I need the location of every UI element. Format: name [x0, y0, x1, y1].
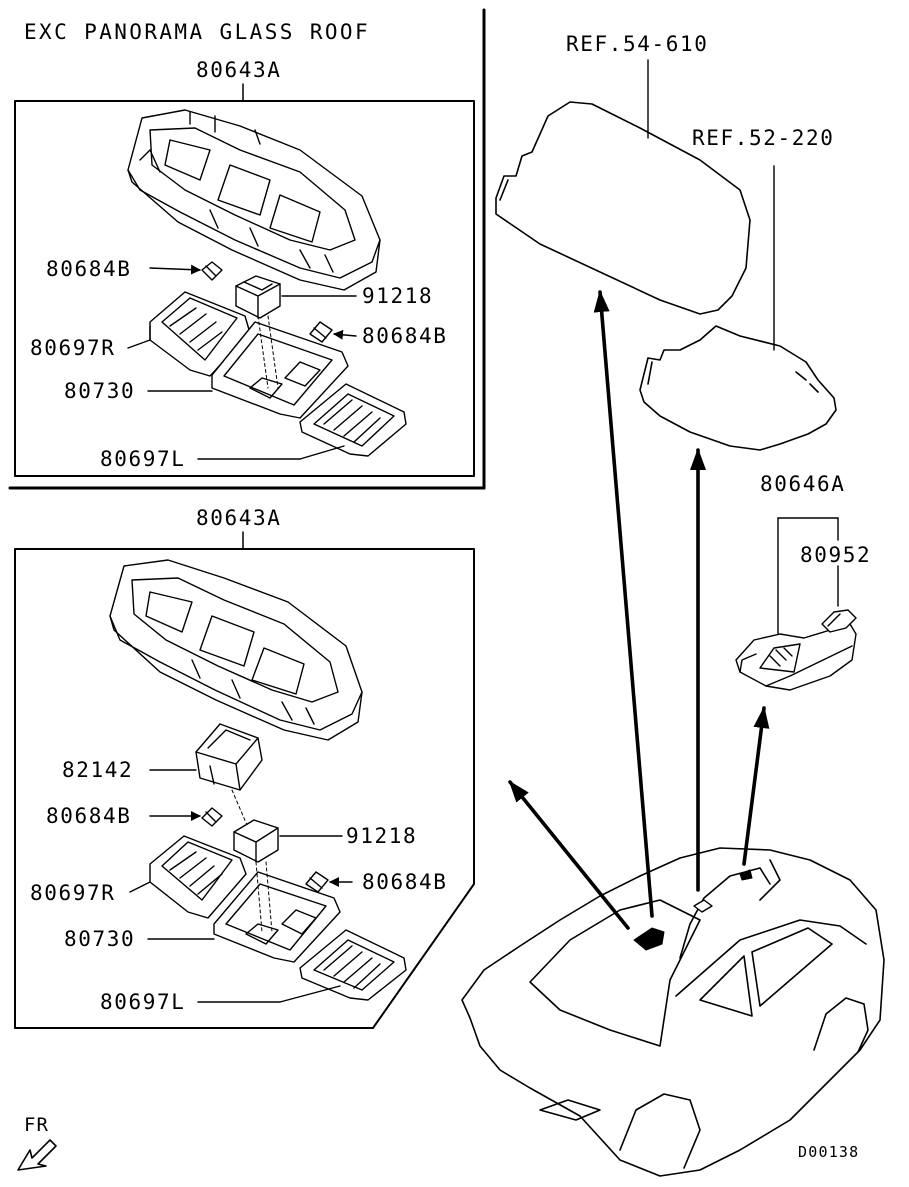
- upper-lens-r: [149, 291, 251, 377]
- lower-lens-r-label: 80697R: [30, 881, 116, 905]
- lower-bulb-right-label: 80684B: [362, 870, 448, 894]
- ref-sunroof-label: REF.52-220: [692, 126, 835, 150]
- right-bracket: [777, 517, 839, 639]
- upper-leaders: [127, 264, 357, 460]
- right-assembly-label: 80646A: [760, 472, 846, 496]
- sunroof-opening: [633, 927, 665, 951]
- right-bulb: [821, 609, 857, 633]
- upper-bulb-left-label: 80684B: [46, 257, 132, 281]
- upper-housing: [127, 109, 381, 291]
- lower-switch-top: [195, 723, 263, 791]
- upper-bulb-right: [309, 321, 333, 343]
- rear-lamp-spot: [739, 869, 753, 881]
- lower-switch: [233, 819, 279, 863]
- lower-leaders: [129, 769, 353, 1003]
- lower-lens-l: [299, 929, 407, 1001]
- location-arrows: [508, 290, 770, 930]
- lower-housing: [109, 559, 363, 741]
- lower-bulb-right: [305, 871, 329, 893]
- section-divider: [8, 8, 486, 490]
- lower-bulb-left-label: 80684B: [46, 804, 132, 828]
- diagram-code: D00138: [798, 1143, 860, 1161]
- right-map-lamp: [735, 623, 857, 691]
- upper-lens-l: [299, 383, 407, 457]
- lower-lens-r: [149, 835, 247, 919]
- lower-base-housing: [213, 871, 341, 963]
- ref-headlining-label: REF.54-610: [566, 32, 709, 56]
- lower-housing-label: 80730: [64, 927, 136, 951]
- front-direction-label: FR: [24, 1114, 49, 1136]
- upper-bulb-left: [201, 261, 223, 281]
- upper-bulb-right-label: 80684B: [362, 324, 448, 348]
- lower-assembly-label: 80643A: [196, 506, 282, 530]
- upper-housing-label: 80730: [64, 379, 136, 403]
- lower-switch-top-label: 82142: [62, 758, 134, 782]
- upper-lens-r-label: 80697R: [30, 336, 116, 360]
- lower-lens-l-label: 80697L: [100, 990, 186, 1014]
- right-bulb-label: 80952: [800, 543, 872, 567]
- upper-panel-frame: [14, 100, 475, 477]
- lower-panel-frame: [14, 548, 475, 1029]
- upper-lens-l-label: 80697L: [100, 447, 186, 471]
- upper-assembly-label: 80643A: [196, 58, 282, 82]
- sunroof-trim: [639, 325, 837, 451]
- lower-bulb-left: [201, 807, 223, 827]
- section-title: EXC PANORAMA GLASS ROOF: [24, 20, 370, 44]
- upper-switch: [235, 275, 281, 319]
- front-direction-arrow: [17, 1139, 57, 1171]
- lower-switch-label: 91218: [346, 824, 418, 848]
- upper-base-housing: [211, 321, 349, 419]
- upper-switch-label: 91218: [362, 284, 434, 308]
- headlining-panel: [495, 101, 751, 315]
- vehicle-outline: [461, 847, 885, 1177]
